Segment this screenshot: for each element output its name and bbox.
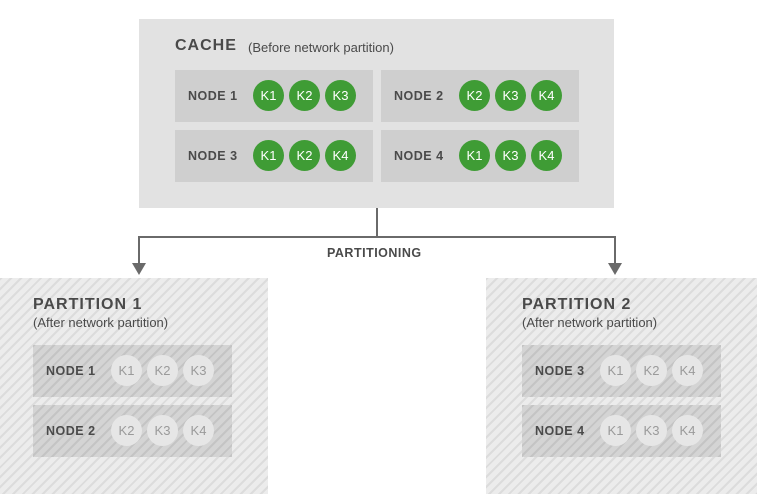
arrow-down-icon <box>132 263 146 275</box>
partition-2-title: PARTITION 2 <box>522 296 632 313</box>
cache-node-1: NODE 1 K1 K2 K3 <box>175 70 373 122</box>
node-label: NODE 4 <box>394 149 444 163</box>
key-badge: K4 <box>183 415 214 446</box>
cache-title: CACHE <box>175 37 237 54</box>
key-badge: K4 <box>672 415 703 446</box>
partition-2-node-4: NODE 4 K1 K3 K4 <box>522 405 721 457</box>
node-label: NODE 3 <box>188 149 238 163</box>
cache-node-4: NODE 4 K1 K3 K4 <box>381 130 579 182</box>
key-badge: K1 <box>600 415 631 446</box>
partition-1-node-2: NODE 2 K2 K3 K4 <box>33 405 232 457</box>
key-badge: K3 <box>636 415 667 446</box>
partitioning-label: PARTITIONING <box>327 246 422 260</box>
key-badge: K1 <box>253 140 284 171</box>
key-badge: K4 <box>672 355 703 386</box>
partition-1-node-1: NODE 1 K1 K2 K3 <box>33 345 232 397</box>
partition-1-title: PARTITION 1 <box>33 296 143 313</box>
cache-subtitle: (Before network partition) <box>248 40 394 55</box>
key-badge: K1 <box>459 140 490 171</box>
key-badge: K2 <box>289 80 320 111</box>
node-label: NODE 1 <box>188 89 238 103</box>
key-badge: K3 <box>495 80 526 111</box>
key-badge: K2 <box>459 80 490 111</box>
key-badge: K4 <box>531 140 562 171</box>
key-badge: K3 <box>183 355 214 386</box>
partition-1-subtitle: (After network partition) <box>33 315 169 330</box>
node-label: NODE 2 <box>46 424 96 438</box>
node-label: NODE 4 <box>535 424 585 438</box>
node-label: NODE 1 <box>46 364 96 378</box>
key-badge: K2 <box>289 140 320 171</box>
key-badge: K3 <box>495 140 526 171</box>
connector-vertical-stem <box>376 208 378 237</box>
connector-right-drop <box>614 236 616 263</box>
connector-horizontal <box>138 236 616 238</box>
key-badge: K1 <box>111 355 142 386</box>
partition-2-subtitle: (After network partition) <box>522 315 658 330</box>
node-label: NODE 2 <box>394 89 444 103</box>
key-badge: K3 <box>147 415 178 446</box>
key-badge: K4 <box>531 80 562 111</box>
connector-left-drop <box>138 236 140 263</box>
key-badge: K2 <box>636 355 667 386</box>
key-badge: K4 <box>325 140 356 171</box>
node-label: NODE 3 <box>535 364 585 378</box>
cache-node-3: NODE 3 K1 K2 K4 <box>175 130 373 182</box>
key-badge: K2 <box>111 415 142 446</box>
key-badge: K1 <box>253 80 284 111</box>
key-badge: K1 <box>600 355 631 386</box>
key-badge: K2 <box>147 355 178 386</box>
cache-node-2: NODE 2 K2 K3 K4 <box>381 70 579 122</box>
key-badge: K3 <box>325 80 356 111</box>
partition-2-node-3: NODE 3 K1 K2 K4 <box>522 345 721 397</box>
arrow-down-icon <box>608 263 622 275</box>
